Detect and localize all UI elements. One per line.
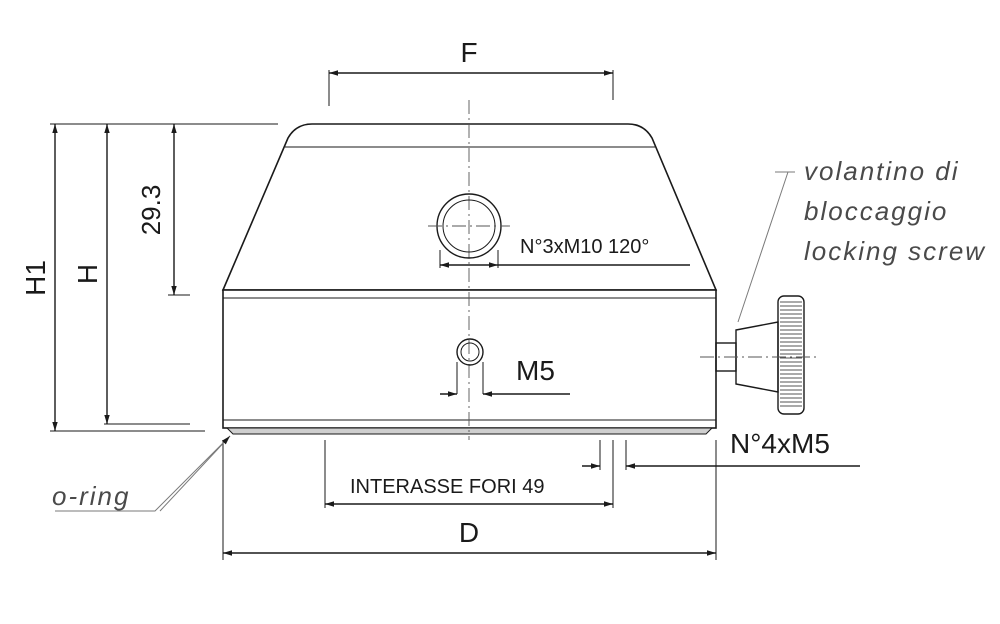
dim-H <box>104 124 190 425</box>
oring-seal <box>225 427 714 435</box>
m5-hole <box>456 338 484 394</box>
label-29-3: 29.3 <box>136 185 166 236</box>
screw-leader <box>737 171 789 323</box>
label-interasse: INTERASSE FORI 49 <box>350 476 545 498</box>
label-thread-top: N°3xM10 120° <box>520 236 649 258</box>
dim-bottom-m5 <box>582 440 860 470</box>
oring-leader <box>55 435 231 512</box>
label-thread-bottom: N°4xM5 <box>730 428 830 459</box>
label-F: F <box>460 37 477 68</box>
label-oring: o-ring <box>52 481 130 511</box>
label-volantino-3: locking screw <box>804 236 986 266</box>
label-D: D <box>459 517 479 548</box>
dim-interasse <box>324 440 614 508</box>
cone-section <box>221 123 718 291</box>
dim-D <box>222 440 717 560</box>
m10-hole <box>428 193 510 259</box>
locking-screw <box>700 295 820 415</box>
cylinder-section <box>222 289 717 429</box>
label-H1: H1 <box>20 260 51 296</box>
label-H: H <box>72 264 103 284</box>
dim-F <box>328 70 614 106</box>
label-thread-side: M5 <box>516 355 555 386</box>
part-body <box>221 123 718 435</box>
dim-H1 <box>50 123 278 432</box>
label-volantino-2: bloccaggio <box>804 196 948 226</box>
dim-29-3 <box>168 124 190 296</box>
label-volantino-1: volantino di <box>804 156 960 186</box>
